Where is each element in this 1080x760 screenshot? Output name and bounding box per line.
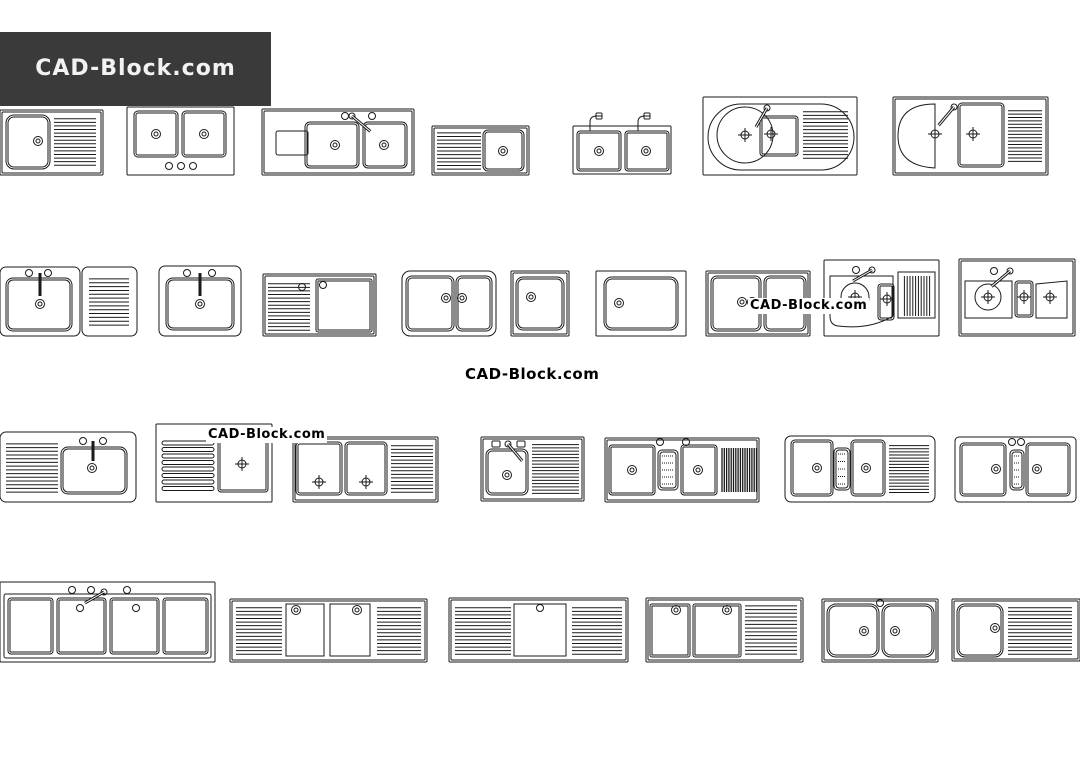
sink-r1-1 [0, 109, 104, 176]
logo-text: CAD-Block.com [35, 56, 236, 81]
sink-r3-3 [292, 436, 439, 503]
sink-r4-6 [951, 598, 1080, 662]
sink-r4-1 [0, 581, 216, 663]
sink-r3-4 [480, 436, 585, 502]
sink-r1-6 [702, 96, 858, 176]
sink-r2-3 [262, 273, 377, 337]
sink-r2-5 [510, 270, 570, 337]
sink-r4-5 [821, 598, 939, 663]
watermark-sink-row3: CAD-Block.com [206, 427, 328, 443]
sink-r2-4 [401, 270, 497, 337]
sink-r2-2 [158, 265, 242, 337]
logo-banner: CAD-Block.com [0, 32, 271, 106]
sink-r4-2 [229, 598, 428, 663]
sink-r1-2 [126, 106, 235, 176]
sink-r3-7 [954, 436, 1077, 503]
sink-r4-4 [645, 597, 804, 663]
sink-r3-5 [604, 437, 760, 503]
sink-r2-1 [0, 266, 138, 337]
sink-r4-3 [448, 597, 629, 663]
sink-r3-6 [784, 435, 936, 503]
sink-r1-4 [431, 125, 530, 176]
sink-r1-3 [261, 108, 415, 176]
watermark-center: CAD-Block.com [465, 365, 600, 383]
sink-r1-5 [572, 112, 672, 175]
sink-r1-7 [892, 96, 1049, 176]
sink-r2-9 [958, 258, 1076, 337]
watermark-sink-row2: CAD-Block.com [748, 298, 870, 314]
sink-r3-1 [0, 431, 137, 503]
sink-r2-6 [595, 270, 687, 337]
